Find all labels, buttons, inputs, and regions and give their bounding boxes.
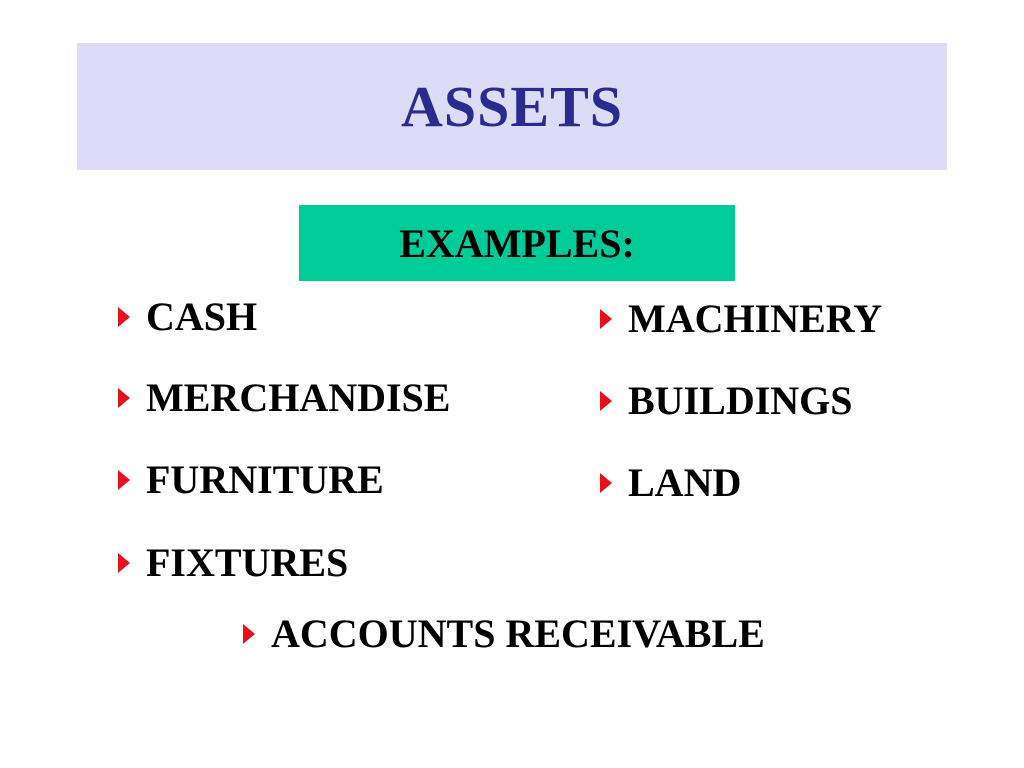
list-item-furniture: FURNITURE <box>118 460 384 500</box>
examples-banner: EXAMPLES: <box>299 205 735 281</box>
bullet-icon <box>118 470 130 490</box>
list-item-label: CASH <box>146 294 258 339</box>
bullet-icon <box>600 473 612 493</box>
list-item-label: MACHINERY <box>628 296 883 341</box>
list-item-fixtures: FIXTURES <box>118 543 348 583</box>
list-item-label: FURNITURE <box>146 457 384 502</box>
title-banner: ASSETS <box>77 43 947 170</box>
bullet-icon <box>600 391 612 411</box>
list-item-label: ACCOUNTS RECEIVABLE <box>271 611 765 656</box>
list-item-label: BUILDINGS <box>628 378 853 423</box>
list-item-machinery: MACHINERY <box>600 299 882 339</box>
list-item-accounts-receivable: ACCOUNTS RECEIVABLE <box>243 614 765 654</box>
bullet-icon <box>243 624 255 644</box>
list-item-merchandise: MERCHANDISE <box>118 378 450 418</box>
list-item-label: MERCHANDISE <box>146 375 451 420</box>
list-item-buildings: BUILDINGS <box>600 381 853 421</box>
list-item-label: FIXTURES <box>146 540 349 585</box>
list-item-cash: CASH <box>118 297 257 337</box>
bullet-icon <box>118 307 130 327</box>
list-item-land: LAND <box>600 463 741 503</box>
bullet-icon <box>118 553 130 573</box>
examples-label: EXAMPLES: <box>399 220 635 266</box>
bullet-icon <box>118 388 130 408</box>
slide-title: ASSETS <box>400 74 624 139</box>
list-item-label: LAND <box>628 460 742 505</box>
bullet-icon <box>600 309 612 329</box>
